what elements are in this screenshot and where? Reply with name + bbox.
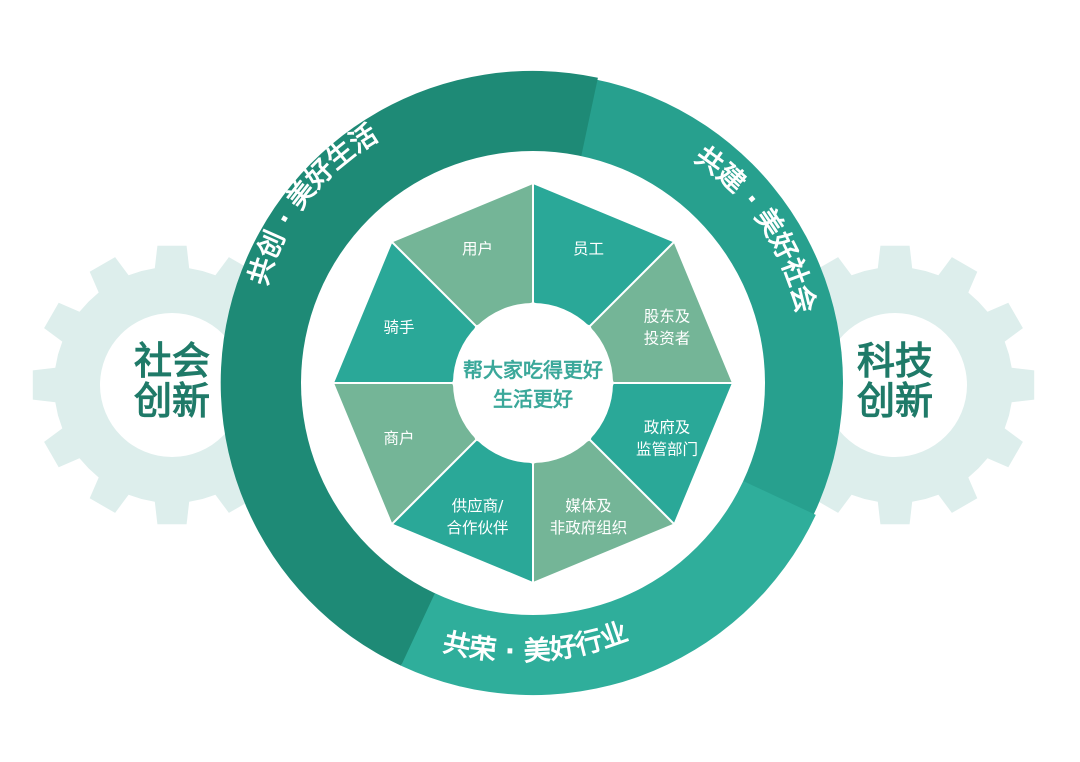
segment-label-0-0: 员工 [573,240,604,258]
segment-label-4-0: 供应商/ [452,496,505,515]
segment-label-1-1: 投资者 [644,330,691,348]
segment-label-5-0: 商户 [383,430,414,448]
segment-label-6-0: 骑手 [383,319,414,337]
center-circle [453,303,613,463]
segment-label-2-0: 政府及 [644,419,691,437]
segment-label-7-0: 用户 [462,240,493,258]
left-gear-label-line1: 社会 [134,339,210,383]
center-label-line2: 生活更好 [493,387,573,411]
segment-label-2-1: 监管部门 [636,441,698,459]
right-gear-label-line1: 科技 [857,339,933,383]
gear-hole [823,313,967,457]
right-gear-label-line2: 创新 [857,379,933,423]
segment-label-1-0: 股东及 [644,308,691,326]
segment-label-3-1: 非政府组织 [550,519,628,537]
gear-hole [100,313,244,457]
segment-label-4-1: 合作伙伴 [446,519,508,537]
left-gear-label-line2: 创新 [134,379,210,423]
segment-label-3-0: 媒体及 [565,497,612,515]
center-label-line1: 帮大家吃得更好 [463,358,603,382]
